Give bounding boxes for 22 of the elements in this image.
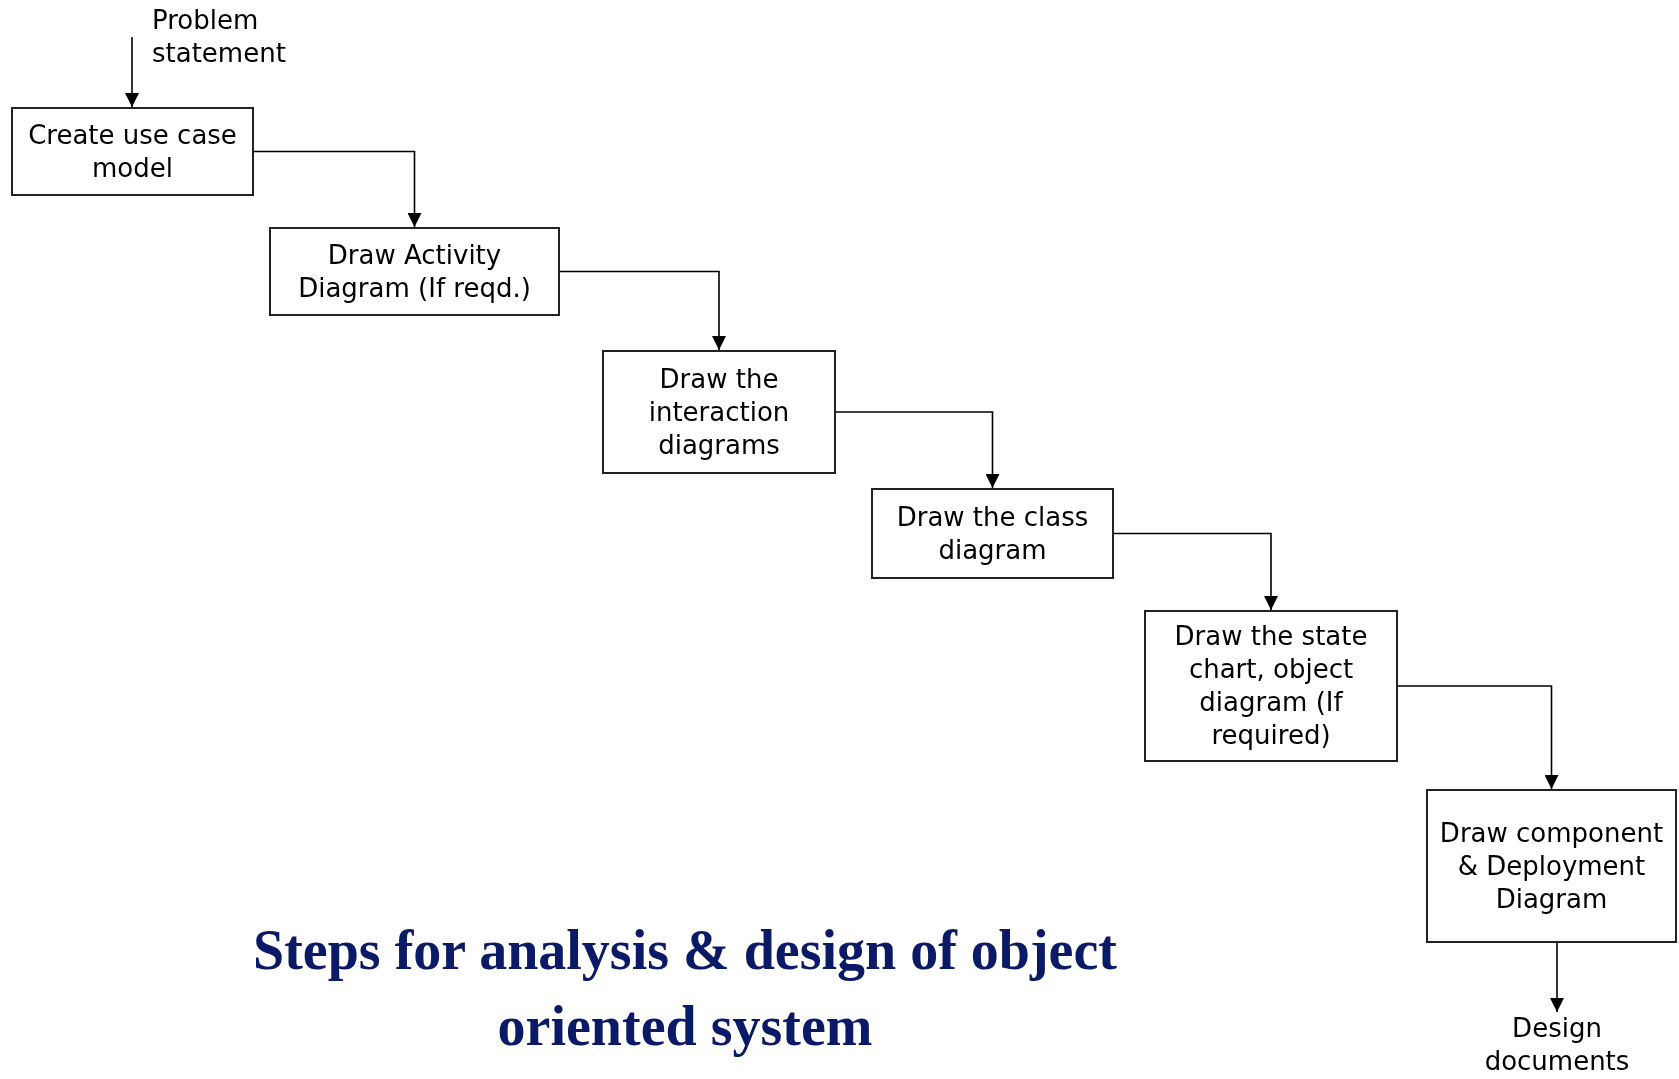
node-text: Draw the interaction diagrams xyxy=(647,362,791,462)
process-box xyxy=(871,488,1114,579)
arrow xyxy=(1550,942,1564,1013)
process-box xyxy=(11,107,254,196)
node-text: Draw the state chart, object diagram (If required) xyxy=(1173,620,1369,752)
arrow xyxy=(1397,685,1559,790)
process-box xyxy=(602,350,836,474)
node-text: Draw the class diagram xyxy=(895,500,1090,567)
process-box xyxy=(1144,610,1398,762)
arrow xyxy=(835,411,1000,489)
node-text: Problem statement xyxy=(151,4,287,70)
arrow xyxy=(125,36,139,108)
diagram-title: Steps for analysis & design of object oriented system xyxy=(252,918,1118,1059)
process-box xyxy=(1426,789,1677,943)
arrow xyxy=(1113,532,1278,611)
node-text: Draw component & Deployment Diagram xyxy=(1438,816,1665,916)
node-text: Create use case model xyxy=(27,118,238,185)
arrow xyxy=(559,270,726,351)
process-box xyxy=(269,227,560,316)
node-text: Draw Activity Diagram (If reqd.) xyxy=(297,238,532,305)
arrow xyxy=(253,150,422,228)
node-text: Design documents xyxy=(1483,1012,1631,1078)
